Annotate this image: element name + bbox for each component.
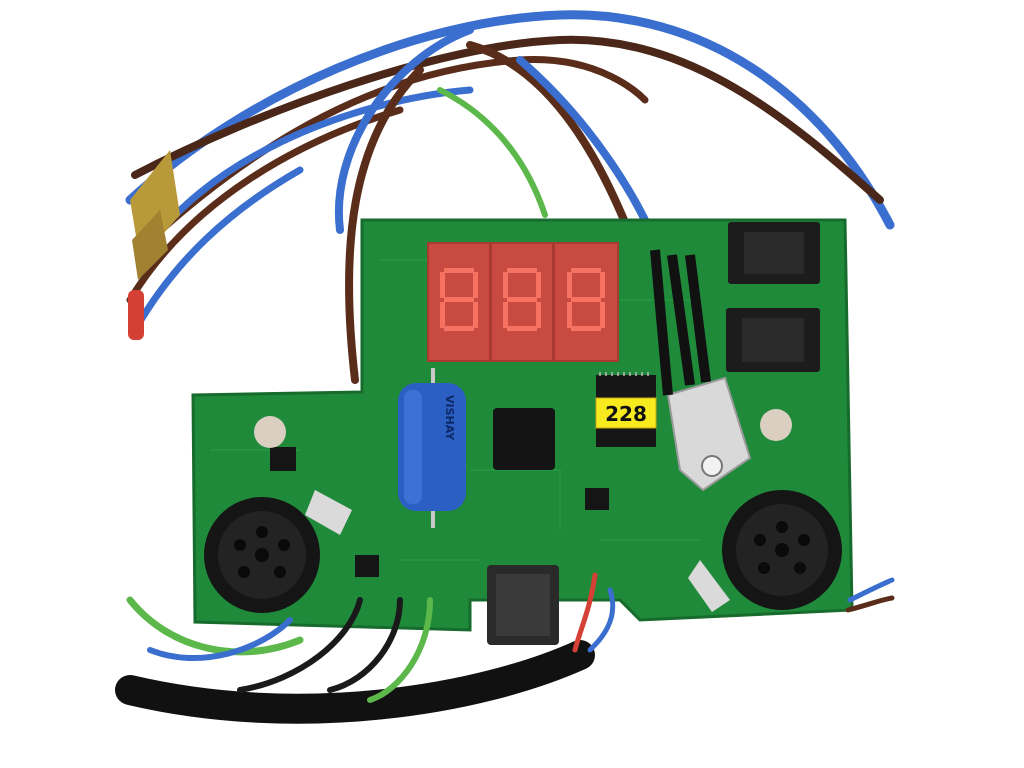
round-connector-left [204, 490, 352, 613]
voltage-regulator [650, 249, 752, 492]
sticker-label: 228 [605, 402, 647, 426]
sticker: 228 [595, 397, 657, 429]
leds [254, 409, 792, 448]
capacitor-label: VISHAY [443, 395, 456, 441]
wires-bottom [115, 572, 895, 724]
electrolytic-capacitor: VISHAY [398, 368, 466, 528]
bottom-connector [487, 565, 559, 645]
left-terminals [128, 150, 180, 340]
round-connector-right [688, 490, 842, 612]
tactile-buttons [726, 222, 820, 372]
seven-segment-display [427, 242, 619, 362]
